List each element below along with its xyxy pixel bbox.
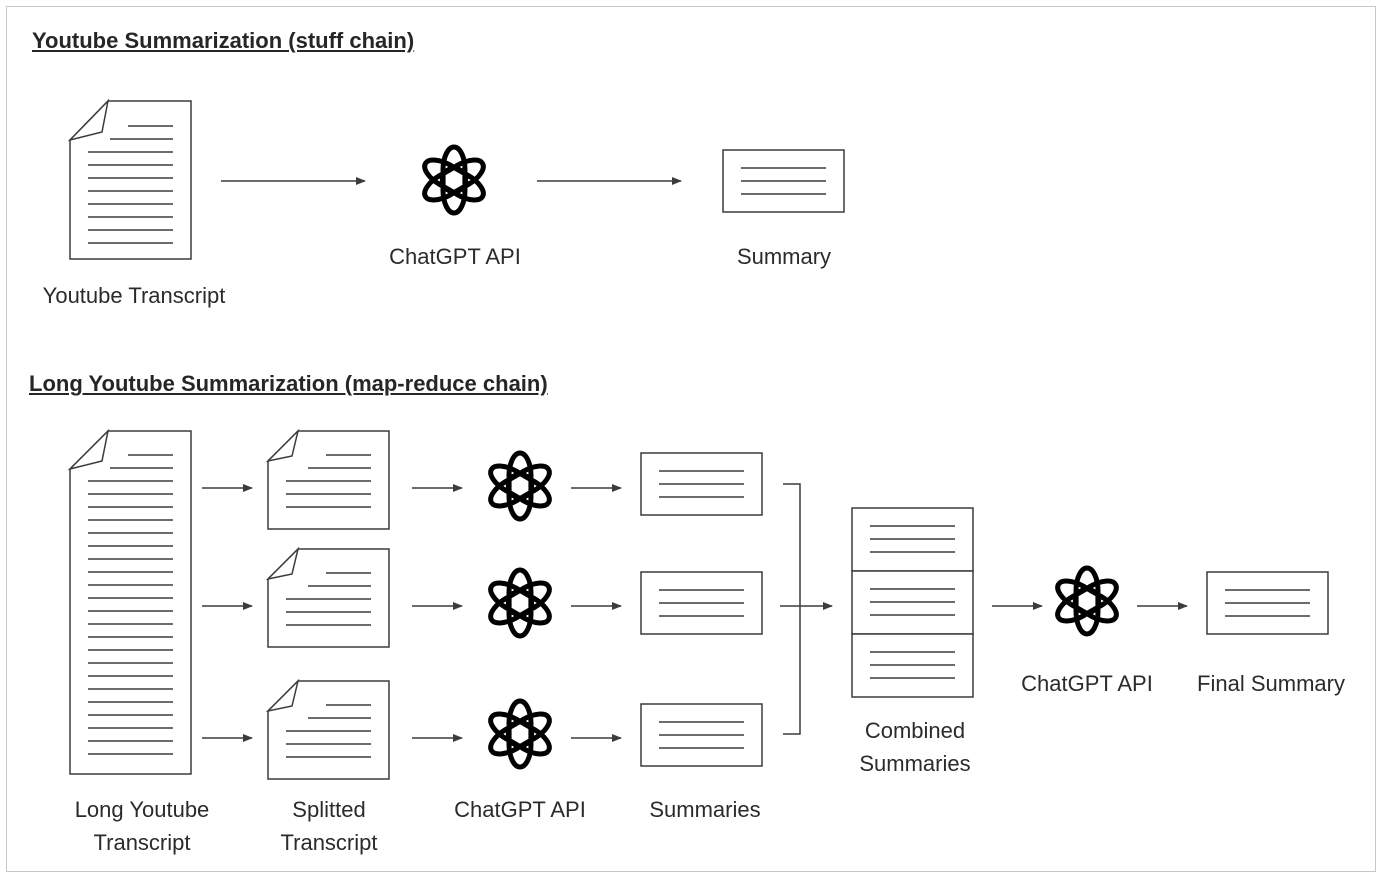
transcript-lines bbox=[88, 125, 173, 244]
label-youtube-transcript: Youtube Transcript bbox=[42, 283, 226, 308]
label-chatgpt-api-reduce: ChatGPT API bbox=[1021, 671, 1153, 696]
openai-logo-icon bbox=[486, 570, 554, 636]
final-summary-card-icon bbox=[1206, 571, 1329, 635]
combined-summary-card-icon bbox=[851, 507, 974, 572]
diagram-frame bbox=[6, 6, 1376, 872]
long-transcript-document-icon bbox=[67, 428, 192, 775]
label-splitted-line2: Transcript bbox=[280, 830, 378, 855]
section-title-stuff: Youtube Summarization (stuff chain) bbox=[32, 28, 415, 53]
openai-logo-icon bbox=[420, 147, 488, 213]
openai-logo-icon bbox=[486, 701, 554, 767]
label-final-summary: Final Summary bbox=[1197, 671, 1345, 696]
label-summary: Summary bbox=[736, 244, 832, 269]
stuff-chain-section bbox=[67, 98, 845, 260]
split-document-icon bbox=[265, 428, 390, 530]
openai-logo-icon bbox=[1053, 568, 1121, 634]
summary-card-icon bbox=[722, 149, 845, 213]
summary-card-icon bbox=[640, 703, 763, 767]
label-combined-line2: Summaries bbox=[859, 751, 971, 776]
transcript-document-icon bbox=[67, 98, 192, 260]
split-document-icon bbox=[265, 678, 390, 780]
label-chatgpt-api-map: ChatGPT API bbox=[454, 797, 586, 822]
label-splitted-transcript: Splitted Transcript bbox=[281, 793, 378, 859]
label-splitted-line1: Splitted bbox=[292, 797, 366, 822]
combine-bracket bbox=[783, 483, 801, 735]
combined-summary-card-icon bbox=[851, 570, 974, 635]
combined-summary-card-icon bbox=[851, 633, 974, 698]
summary-card-icon bbox=[640, 452, 763, 516]
openai-logo-icon bbox=[486, 453, 554, 519]
label-combined-line1: Combined bbox=[864, 718, 966, 743]
mapreduce-chain-section bbox=[67, 428, 1329, 780]
summary-card-icon bbox=[640, 571, 763, 635]
label-long-transcript-line1: Long Youtube bbox=[74, 797, 210, 822]
long-transcript-lines bbox=[88, 454, 173, 755]
section-title-mapreduce: Long Youtube Summarization (map-reduce c… bbox=[29, 371, 548, 396]
label-chatgpt-api: ChatGPT API bbox=[389, 244, 521, 269]
label-combined-summaries: Combined Summaries bbox=[859, 714, 970, 780]
label-long-transcript: Long Youtube Transcript bbox=[75, 793, 210, 859]
label-long-transcript-line2: Transcript bbox=[93, 830, 191, 855]
label-summaries: Summaries bbox=[649, 797, 761, 822]
split-document-icon bbox=[265, 546, 390, 648]
